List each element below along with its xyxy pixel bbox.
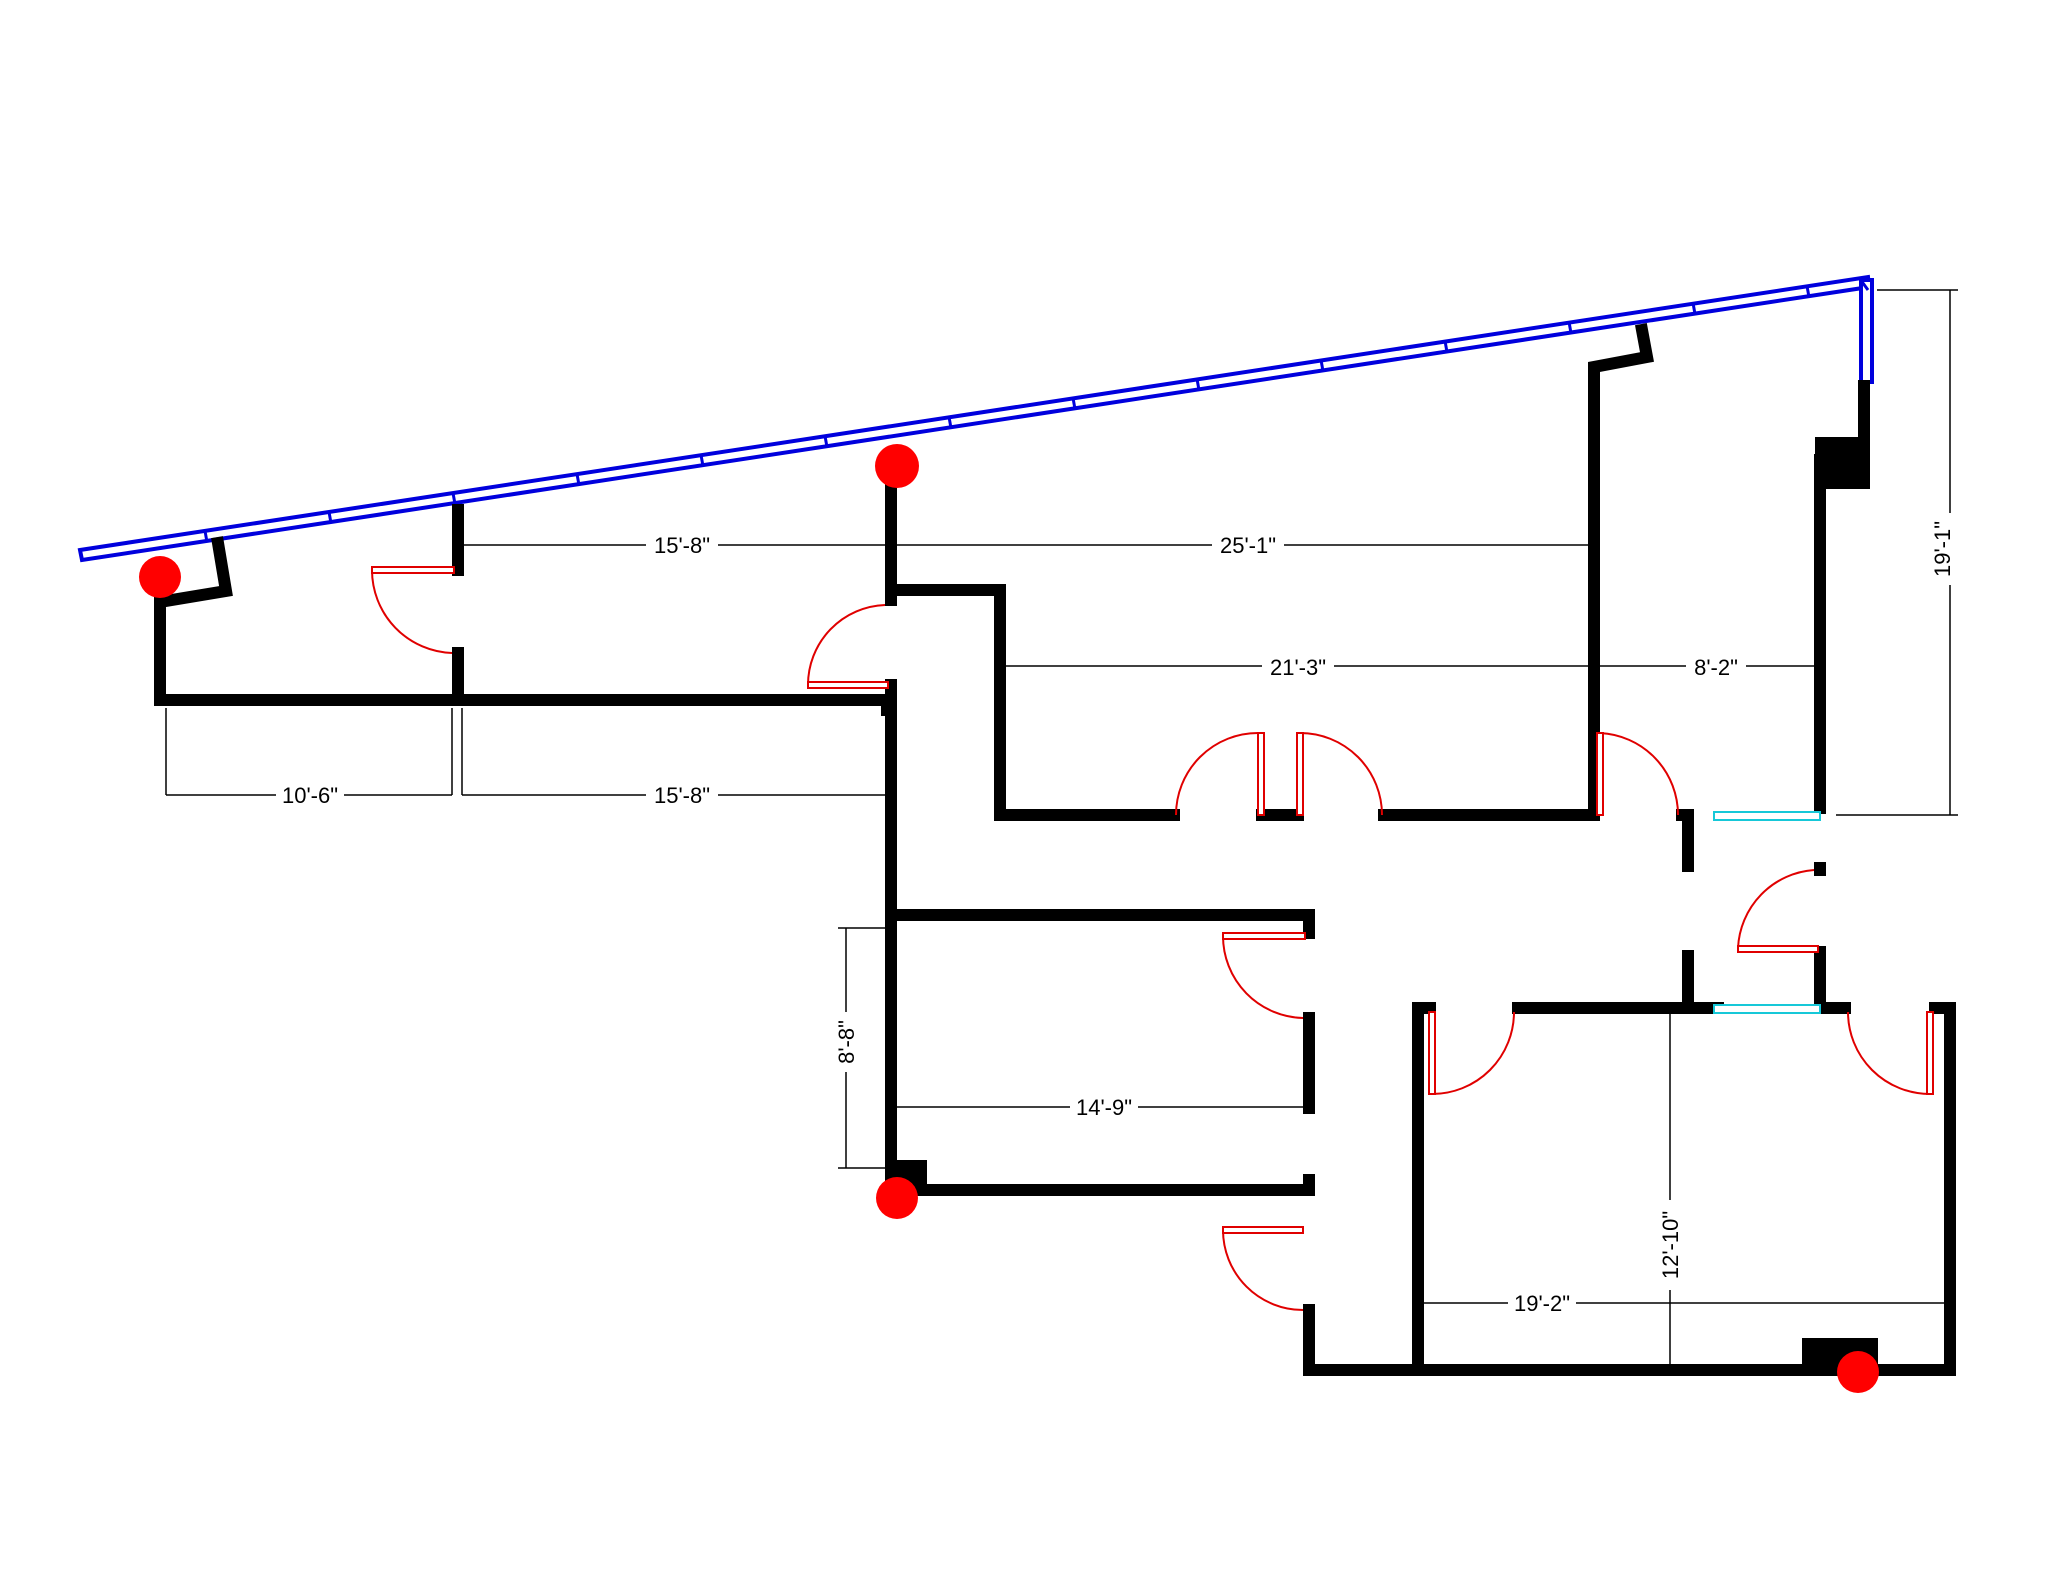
walls [154,323,1956,1376]
dim-bottom-left-width: 10'-6" [282,783,338,808]
dim-top-left-width: 15'-8" [654,533,710,558]
window-lower [1713,1004,1821,1014]
dim-corridor-width: 21'-3" [1270,655,1326,680]
window-upper [1713,811,1821,821]
markers [139,444,1879,1393]
dim-top-mid-width: 25'-1" [1220,533,1276,558]
marker-lower-right [1837,1351,1879,1393]
marker-top-left [139,556,181,598]
dim-lower-room-width: 19'-2" [1514,1291,1570,1316]
marker-office-corner [876,1177,918,1219]
dim-office-height: 8'-8" [834,1020,859,1064]
dim-bottom-mid-width: 15'-8" [654,783,710,808]
dim-office-width: 14'-9" [1076,1095,1132,1120]
dim-lower-room-height: 12'-10" [1658,1211,1683,1279]
marker-top-center [875,444,919,488]
doors [371,566,1934,1311]
windows [1713,811,1821,1014]
dim-right-room-width: 8'-2" [1694,655,1738,680]
curtain-wall [77,274,1874,563]
dimension-labels: 15'-8" 25'-1" 21'-3" 8'-2" 19'-1" 10'-6"… [276,513,1964,1317]
dim-right-height: 19'-1" [1930,521,1955,577]
